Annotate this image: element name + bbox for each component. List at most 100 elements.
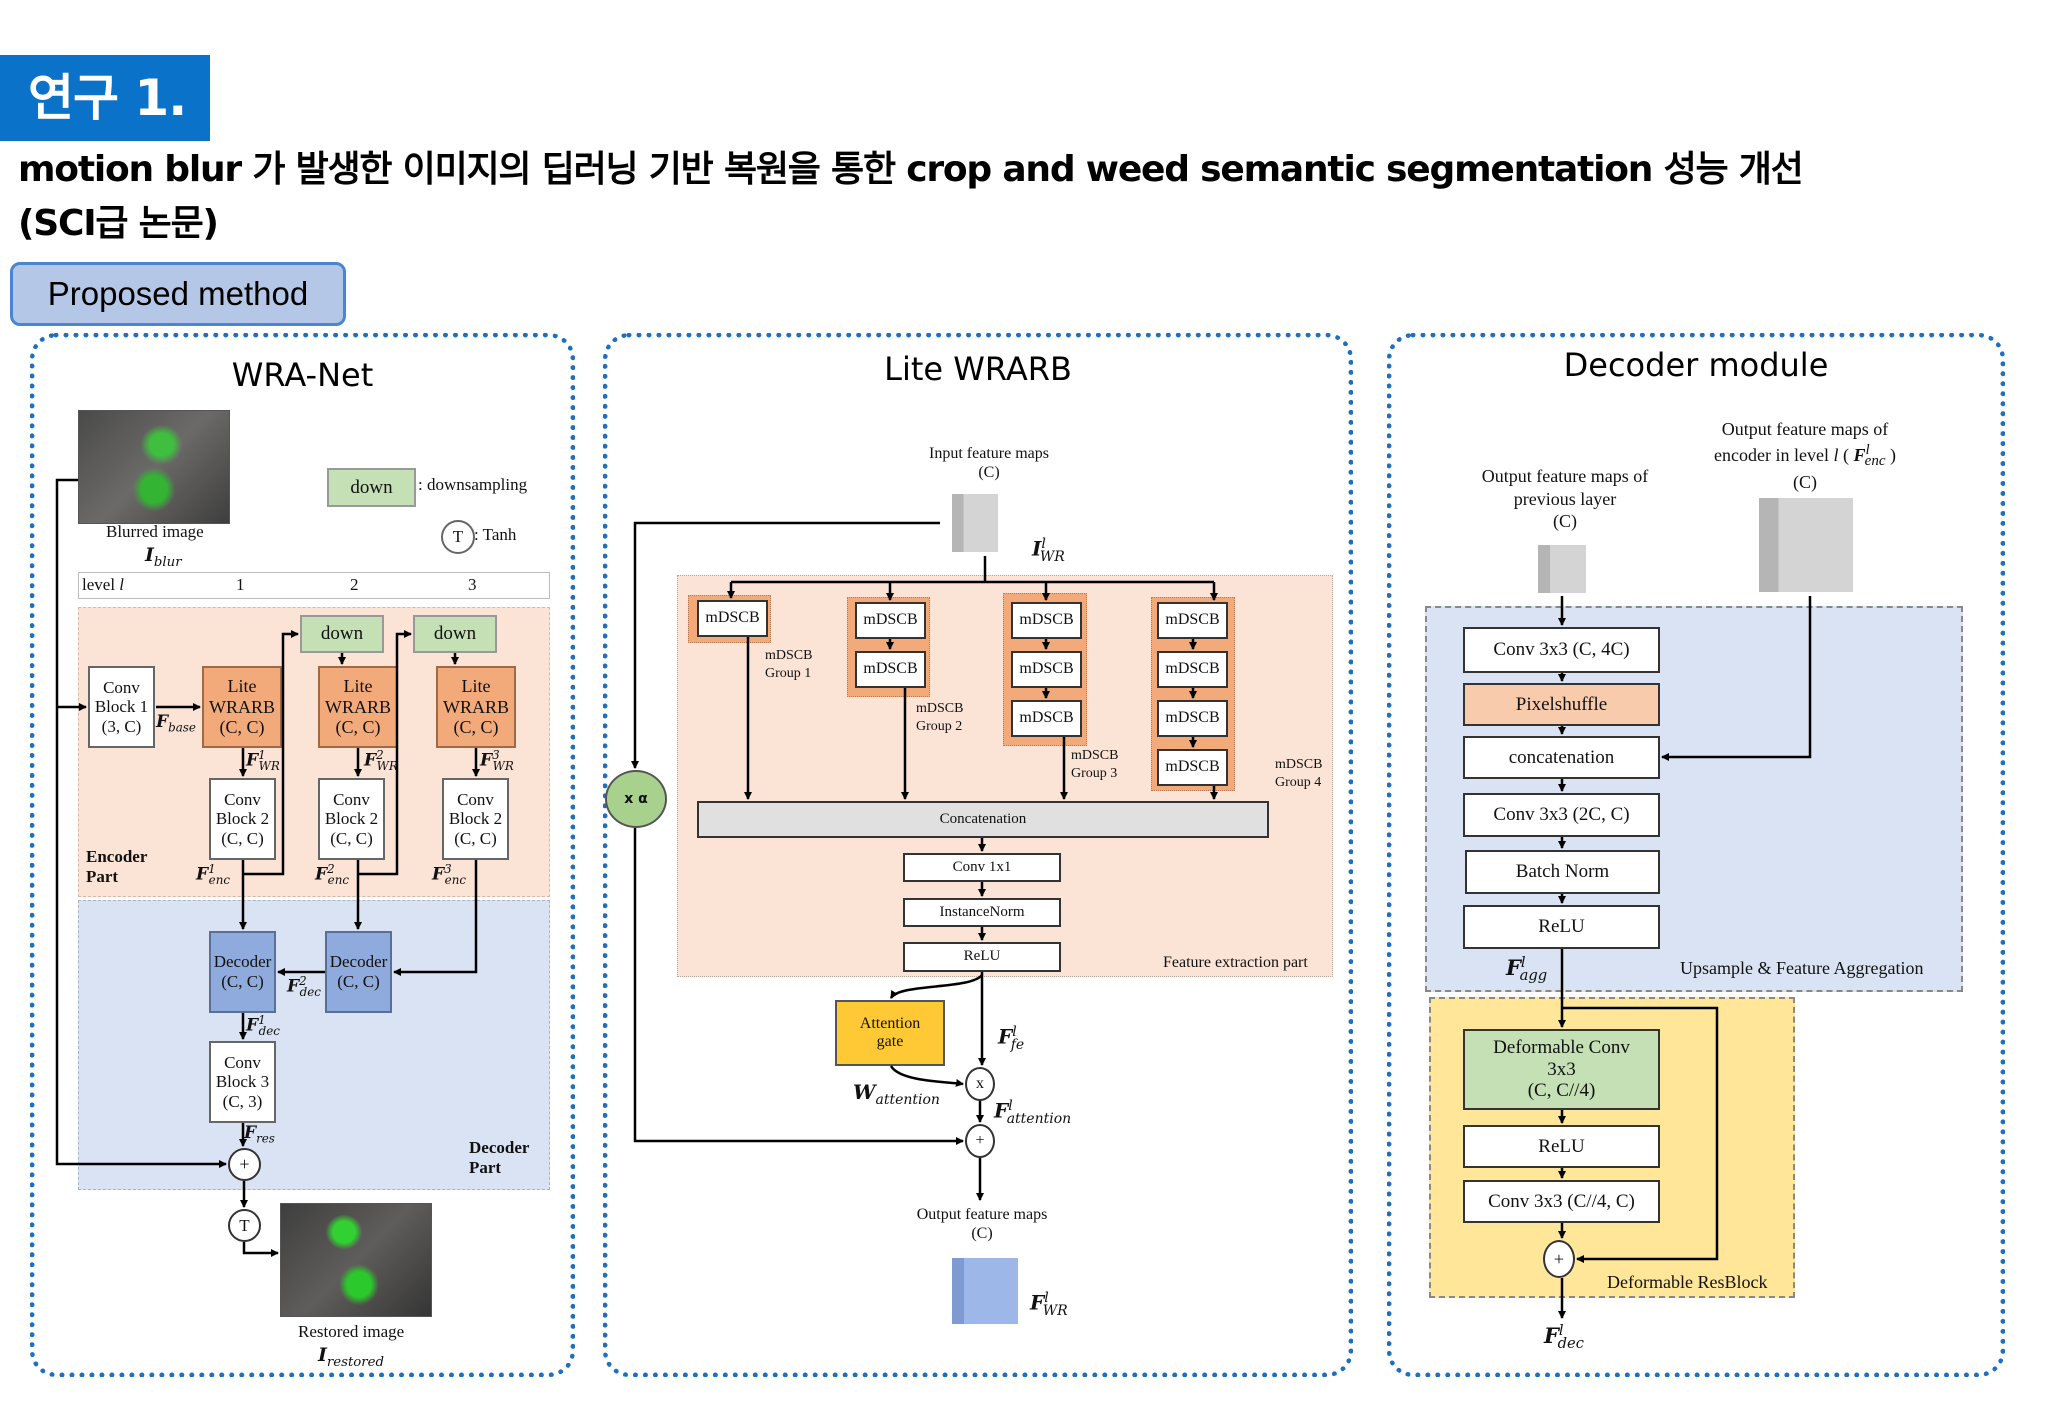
prev-layer-cube (1538, 545, 1586, 593)
down-box-level3: down (413, 615, 497, 653)
legend-tanh-circle: T (441, 520, 475, 554)
f-dec-2-label: F2dec (287, 974, 321, 1000)
blurred-image (78, 410, 230, 524)
proposed-method-button[interactable]: Proposed method (10, 262, 346, 326)
decoder-level2: Decoder(C, C) (325, 931, 392, 1013)
encoder-output-label: Output feature maps of encoder in level … (1714, 419, 1896, 492)
lite-wrarb-title: Lite WRARB (884, 350, 1072, 388)
i-blur-symbol: Iblur (145, 544, 182, 570)
study-badge: 연구 1. (0, 55, 210, 141)
f-res-label: Fres (244, 1123, 275, 1146)
feature-extraction-label: Feature extraction part (1163, 954, 1308, 971)
f-wr-2-label: F2WR (364, 748, 398, 774)
down-box-level2: down (300, 615, 384, 653)
restored-image-caption: Restored image (298, 1322, 405, 1341)
level-row (78, 572, 550, 599)
paper-title-line2: (SCI급 논문) (18, 203, 219, 244)
level-label: level l (82, 575, 125, 594)
instance-norm-box: InstanceNorm (903, 898, 1061, 927)
mdscb-g3-1: mDSCB (1011, 602, 1082, 639)
f-enc-3-label: F3enc (432, 862, 467, 888)
upsample-label: Upsample & Feature Aggregation (1680, 958, 1924, 978)
mdscb-g4-1: mDSCB (1157, 602, 1228, 639)
i-restored-symbol: Irestored (318, 1344, 385, 1370)
wire-skip-input (55, 478, 227, 1168)
wire-gate-mult (889, 1065, 964, 1087)
output-feature-maps-label: Output feature maps(C) (916, 1206, 1048, 1243)
wire-enc3-dec2 (393, 860, 478, 976)
add-node-wranet: + (228, 1148, 261, 1181)
add-node-wrarb: + (965, 1124, 995, 1158)
f-wr-1-label: F1WR (246, 748, 280, 774)
input-feature-maps-label: Input feature maps(C) (929, 445, 1049, 482)
conv-3x3-2c-c: Conv 3x3 (2C, C) (1463, 793, 1660, 837)
lite-wrarb-panel: Lite WRARB (603, 333, 1353, 1377)
conv-1x1-box: Conv 1x1 (903, 853, 1061, 882)
encoder-output-cube (1759, 498, 1853, 592)
legend-down-text: : downsampling (418, 475, 528, 494)
wire-res-skip (1562, 1006, 1719, 1263)
wire-enc-concat (1661, 596, 1812, 761)
batch-norm-box: Batch Norm (1465, 850, 1660, 894)
level-3: 3 (468, 575, 477, 594)
f-enc-1-label: F1enc (196, 862, 231, 888)
restored-image (280, 1203, 432, 1317)
level-2: 2 (350, 575, 359, 594)
conv-3x3-c-4c: Conv 3x3 (C, 4C) (1463, 627, 1660, 673)
concatenation-box: Concatenation (697, 801, 1269, 838)
level-1: 1 (236, 575, 245, 594)
f-wr-output-label: FlWR (1030, 1290, 1068, 1319)
wranet-title: WRA-Net (231, 356, 374, 394)
concatenation-box-decoder: concatenation (1463, 736, 1660, 779)
f-fe-label: Flfe (998, 1024, 1025, 1053)
decoder-module-title: Decoder module (1563, 346, 1829, 384)
f-attention-label: Flattention (994, 1098, 1072, 1127)
tanh-node: T (228, 1209, 261, 1242)
wire-input-skip (631, 521, 940, 769)
wire-relu-gate (889, 974, 983, 999)
f-base-label: Fbase (156, 712, 196, 735)
input-cube (952, 494, 998, 552)
wire-tanh-restored (242, 1242, 279, 1257)
mdscb-g4-4: mDSCB (1157, 749, 1228, 786)
pixelshuffle-box: Pixelshuffle (1463, 683, 1660, 726)
output-cube (952, 1258, 1018, 1324)
relu-box-decoder: ReLU (1463, 905, 1660, 949)
f-dec-output-label: Fldec (1544, 1322, 1584, 1353)
decoder-module-panel: Decoder module (1387, 333, 2005, 1377)
legend-down-box: down (327, 468, 416, 507)
mdscb-g3-2: mDSCB (1011, 651, 1082, 688)
legend-tanh-text: : Tanh (474, 525, 517, 544)
mdscb-g4-3: mDSCB (1157, 700, 1228, 737)
wranet-panel: WRA-Net (30, 333, 575, 1377)
relu-box-wrarb: ReLU (903, 942, 1061, 972)
f-wr-3-label: F3WR (480, 748, 514, 774)
f-enc-2-label: F2enc (315, 862, 350, 888)
f-agg-label: Flagg (1506, 954, 1548, 985)
f-dec-1-label: F1dec (246, 1013, 280, 1039)
blurred-image-caption: Blurred image (106, 522, 204, 541)
mdscb-g2-2: mDSCB (855, 651, 926, 688)
paper-title-line1: motion blur 가 발생한 이미지의 딥러닝 기반 복원을 통한 cro… (18, 149, 1804, 190)
add-node-decoder: + (1543, 1240, 1575, 1278)
mdscb-g2-1: mDSCB (855, 602, 926, 639)
deformable-resblock-label: Deformable ResBlock (1607, 1272, 1768, 1292)
decoder-region (78, 900, 550, 1190)
